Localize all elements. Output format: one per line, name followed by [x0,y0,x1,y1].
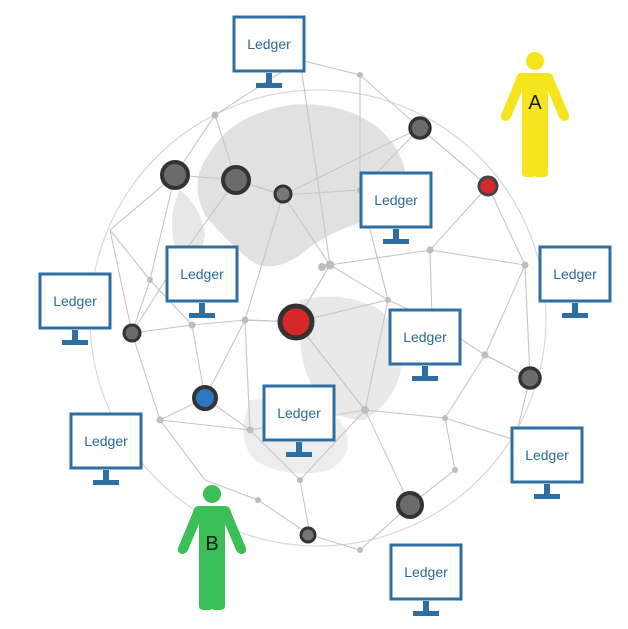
ledger-monitor: Ledger [538,245,612,318]
ledger-label: Ledger [404,564,448,580]
ledger-label: Ledger [277,405,321,421]
person-a-icon: A [500,52,570,177]
ledger-monitor: Ledger [165,245,239,318]
ledger-monitor: Ledger [69,412,143,485]
network-node-red [477,175,499,197]
ledger-monitor: Ledger [359,171,433,244]
ledger-label: Ledger [247,36,291,52]
person-b-label: B [205,533,218,555]
network-node-dark [396,491,424,519]
ledger-label: Ledger [84,433,128,449]
ledger-label: Ledger [553,266,597,282]
ledger-monitor: Ledger [389,543,463,616]
ledger-label: Ledger [180,266,224,282]
network-node-dark [518,366,542,390]
network-node-red [277,303,315,341]
person-a-label: A [528,92,542,114]
ledger-label: Ledger [53,293,97,309]
person-b-icon: B [177,485,247,610]
network-nodes [122,116,542,544]
network-node-dark [273,184,293,204]
ledger-monitor: Ledger [510,426,584,499]
ledger-monitor: Ledger [38,272,112,345]
network-node-dark [408,116,432,140]
ledger-monitor: Ledger [262,384,336,457]
network-node-dark [299,526,317,544]
ledger-label: Ledger [525,447,569,463]
ledger-monitor: Ledger [232,15,306,88]
ledger-label: Ledger [403,329,447,345]
network-node-dark [221,165,251,195]
network-node-dark [160,160,190,190]
network-node-blue [192,385,218,411]
network-node-dark [122,323,142,343]
ledger-label: Ledger [374,192,418,208]
ledger-monitor: Ledger [388,308,462,381]
